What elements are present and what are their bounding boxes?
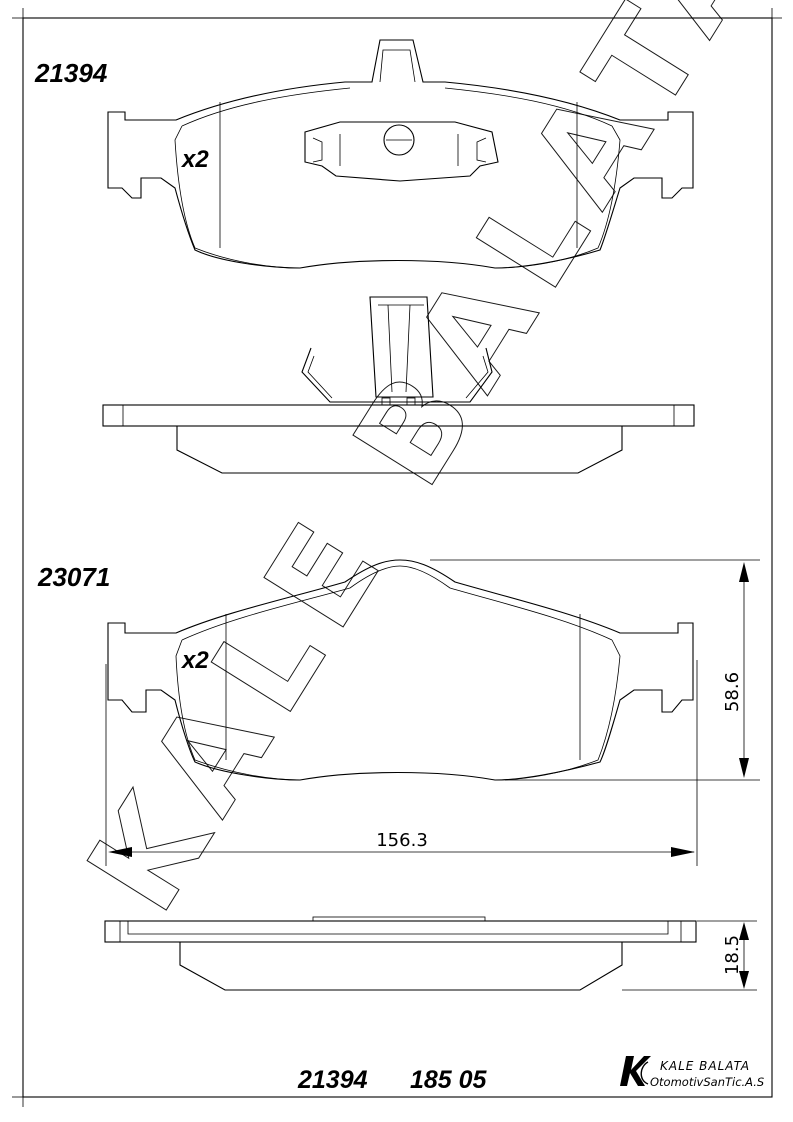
height-dimension <box>430 559 760 781</box>
brand-logo-icon <box>620 1056 651 1086</box>
thickness-dimension <box>622 920 757 991</box>
bottom-part-number: 23071 <box>37 562 110 592</box>
footer-code-1: 21394 <box>297 1066 368 1094</box>
footer-code-2: 185 05 <box>410 1066 488 1094</box>
brand-subtitle: OtomotivSanTic.A.S <box>650 1075 764 1089</box>
top-pad-side-view <box>102 296 695 474</box>
bottom-quantity: x2 <box>180 647 209 674</box>
bottom-pad-side-view <box>104 916 697 991</box>
bottom-pad-front-view <box>107 559 694 781</box>
width-dimension-label: 156.3 <box>376 830 428 851</box>
frame-corner-marks <box>12 8 782 1107</box>
width-dimension <box>105 660 698 866</box>
top-part-number: 21394 <box>34 58 108 88</box>
brand-name: KALE BALATA <box>660 1059 750 1073</box>
top-pad-front-view <box>107 39 694 269</box>
watermark: KALE BALATA <box>60 0 793 936</box>
thickness-dimension-label: 18.5 <box>722 935 743 975</box>
page-border <box>22 17 773 1098</box>
height-dimension-label: 58.6 <box>722 672 743 712</box>
top-quantity: x2 <box>180 146 209 173</box>
